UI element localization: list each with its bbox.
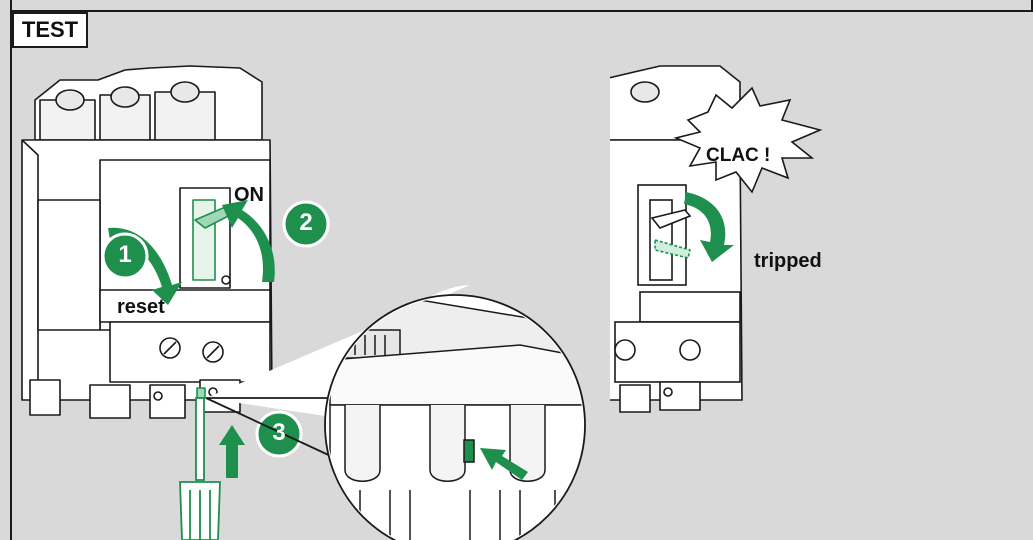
reset-label: reset bbox=[117, 296, 165, 318]
step-2-number: 2 bbox=[299, 209, 313, 236]
step-3-number: 3 bbox=[272, 419, 286, 446]
rotate-arrow-up-icon bbox=[222, 200, 275, 282]
arrow-up-icon bbox=[219, 425, 245, 478]
burst-callout bbox=[673, 86, 823, 194]
clac-label: CLAC ! bbox=[706, 145, 771, 166]
step-1-badge bbox=[101, 232, 149, 280]
tripped-rotate-arrow-icon bbox=[684, 192, 734, 262]
frame-border bbox=[10, 10, 1033, 540]
arrow-diagonal-icon bbox=[480, 448, 528, 480]
screwdriver-icon bbox=[179, 397, 221, 540]
step-1-number: 1 bbox=[118, 241, 132, 268]
frame-tick-right bbox=[1031, 0, 1033, 10]
step-2-badge bbox=[282, 200, 330, 248]
step-3-badge bbox=[255, 410, 303, 458]
frame-tick-left bbox=[10, 0, 12, 10]
breaker-left bbox=[21, 65, 273, 419]
rotate-arrow-down-icon bbox=[108, 227, 182, 305]
tripped-label: tripped bbox=[754, 250, 822, 272]
on-label: ON bbox=[234, 184, 264, 206]
section-title: TEST bbox=[12, 12, 88, 48]
